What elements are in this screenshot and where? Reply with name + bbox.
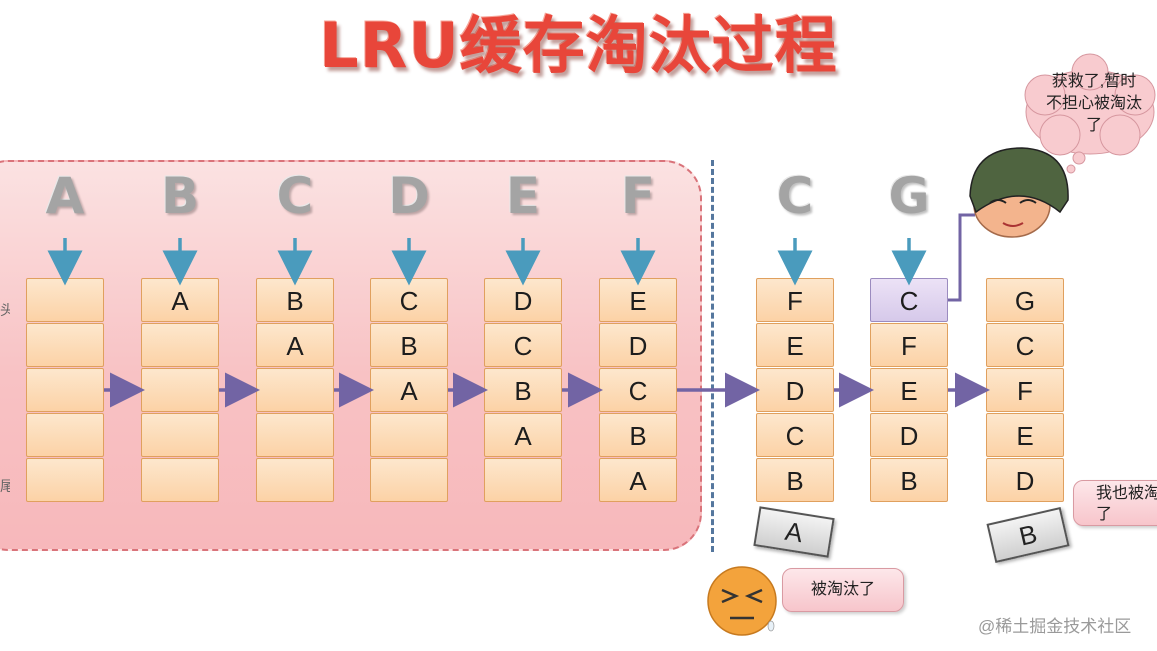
incoming-key: A bbox=[45, 167, 85, 225]
cache-cell: C bbox=[484, 323, 562, 367]
cache-cell: B bbox=[370, 323, 448, 367]
cache-cell: B bbox=[756, 458, 834, 502]
cache-cell: F bbox=[986, 368, 1064, 412]
head-label: 头 bbox=[0, 302, 10, 318]
cache-cell: D bbox=[599, 323, 677, 367]
cache-cell: G bbox=[986, 278, 1064, 322]
cache-cell bbox=[141, 368, 219, 412]
incoming-key: C bbox=[776, 167, 814, 225]
incoming-key: E bbox=[505, 167, 541, 225]
thought-text: 获救了,暂时不担心被淘汰了 bbox=[1046, 73, 1143, 134]
cache-cell: D bbox=[986, 458, 1064, 502]
watermark: @稀土掘金技术社区 bbox=[978, 617, 1132, 636]
initial-fill-region bbox=[0, 160, 702, 551]
cache-cell: D bbox=[484, 278, 562, 322]
speech-bubble-evicted-b: 我也被淘汰了 bbox=[1073, 480, 1157, 526]
speech-bubble-evicted-a: 被淘汰了 bbox=[782, 568, 904, 612]
cache-cell: E bbox=[870, 368, 948, 412]
phase-separator bbox=[711, 160, 714, 552]
incoming-key: G bbox=[888, 167, 930, 225]
cache-cell bbox=[141, 413, 219, 457]
cache-cell: A bbox=[484, 413, 562, 457]
cache-cell bbox=[370, 458, 448, 502]
tail-label: 尾 bbox=[0, 478, 10, 494]
cache-cell: D bbox=[756, 368, 834, 412]
bubble-text: 被淘汰了 bbox=[810, 581, 875, 598]
cache-cell: D bbox=[870, 413, 948, 457]
cache-cell: A bbox=[599, 458, 677, 502]
cache-cell bbox=[256, 413, 334, 457]
cache-cell bbox=[26, 368, 104, 412]
cache-cell: E bbox=[986, 413, 1064, 457]
cache-cell: C bbox=[599, 368, 677, 412]
cache-cell bbox=[256, 368, 334, 412]
cache-cell bbox=[26, 458, 104, 502]
cache-cell: E bbox=[756, 323, 834, 367]
cache-cell bbox=[141, 458, 219, 502]
cache-cell: B bbox=[599, 413, 677, 457]
cache-cell: C bbox=[986, 323, 1064, 367]
cache-cell bbox=[484, 458, 562, 502]
cache-cell bbox=[256, 458, 334, 502]
incoming-key: F bbox=[620, 167, 656, 225]
cache-cell: A bbox=[256, 323, 334, 367]
cache-cell bbox=[26, 323, 104, 367]
cache-cell bbox=[370, 413, 448, 457]
cache-cell: B bbox=[484, 368, 562, 412]
promotion-connector bbox=[948, 213, 975, 302]
cache-stack bbox=[26, 278, 104, 503]
incoming-key: D bbox=[388, 167, 430, 225]
incoming-key: B bbox=[160, 167, 200, 225]
cache-cell: C bbox=[756, 413, 834, 457]
cache-cell: A bbox=[370, 368, 448, 412]
bubble-text: 我也被淘汰了 bbox=[1096, 485, 1157, 523]
cache-cell: F bbox=[756, 278, 834, 322]
incoming-key: C bbox=[276, 167, 314, 225]
diagram-title: LRU缓存淘汰过程 bbox=[319, 9, 838, 82]
cache-cell bbox=[26, 413, 104, 457]
cache-cell: B bbox=[870, 458, 948, 502]
cache-cell: F bbox=[870, 323, 948, 367]
cache-cell bbox=[141, 323, 219, 367]
